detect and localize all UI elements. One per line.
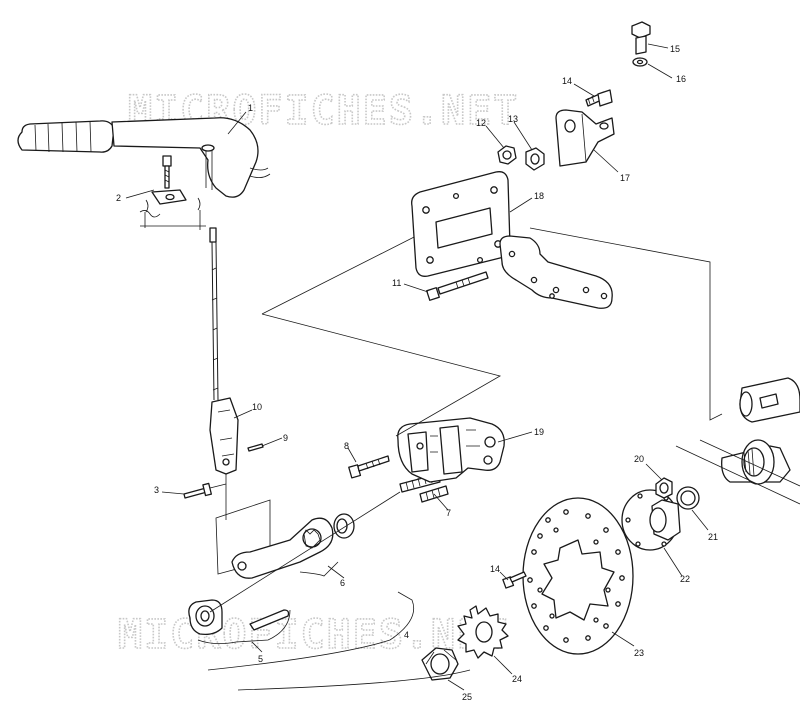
pivot-bushing — [188, 599, 223, 636]
flange-nut — [497, 145, 517, 165]
mounting-bracket-upper — [411, 171, 511, 277]
group-bracket-6 — [299, 561, 339, 577]
callout-24: 24 — [512, 674, 522, 684]
hub-nut — [655, 477, 673, 499]
callout-4: 4 — [404, 630, 409, 640]
brake-caliper — [397, 417, 505, 483]
hub-ring — [676, 486, 700, 510]
top-washer — [632, 57, 648, 67]
angle-bracket — [555, 109, 615, 167]
callout-14-upper: 14 — [562, 76, 572, 86]
clevis-bolt — [183, 482, 227, 499]
callout-17: 17 — [620, 173, 630, 183]
callout-13: 13 — [508, 114, 518, 124]
callout-5: 5 — [258, 654, 263, 664]
lock-nut — [421, 647, 459, 681]
callout-20: 20 — [634, 454, 644, 464]
callout-7: 7 — [446, 508, 451, 518]
splined-hub — [457, 605, 509, 659]
leader-lines — [125, 43, 709, 691]
callout-12: 12 — [476, 118, 486, 128]
callout-11: 11 — [392, 278, 401, 288]
brake-cable — [209, 227, 219, 401]
disc-bolt — [502, 571, 527, 589]
mounting-bracket-lower — [499, 235, 613, 309]
assembly-axis-line — [209, 491, 401, 613]
brake-lever — [17, 117, 271, 198]
callout-8: 8 — [344, 441, 349, 451]
lever-clamp-bolt — [139, 155, 206, 230]
callout-10: 10 — [252, 402, 262, 412]
small-pin — [247, 443, 264, 452]
callout-1: 1 — [248, 103, 253, 113]
callout-9: 9 — [283, 433, 288, 443]
callout-22: 22 — [680, 574, 690, 584]
group-bracket-5 — [197, 609, 291, 644]
callout-6: 6 — [340, 578, 345, 588]
callout-15: 15 — [670, 44, 680, 54]
callout-19: 19 — [534, 427, 544, 437]
callout-21: 21 — [708, 532, 718, 542]
callout-labels: 1 2 3 4 5 6 7 8 9 10 11 12 13 14 14 15 1… — [116, 44, 718, 702]
callout-16: 16 — [676, 74, 686, 84]
shaft-housing — [739, 377, 800, 423]
callout-2: 2 — [116, 193, 121, 203]
cable-clevis — [209, 397, 239, 520]
caliper-bolt — [348, 455, 390, 479]
group-bracket-4 — [207, 591, 471, 691]
brake-disc — [522, 497, 634, 655]
callout-14-lower: 14 — [490, 564, 500, 574]
hub-flange — [621, 489, 681, 551]
drive-shaft — [721, 439, 791, 485]
actuating-arm — [231, 517, 334, 579]
callout-18: 18 — [534, 191, 544, 201]
callout-3: 3 — [154, 485, 159, 495]
arm-washer — [333, 513, 355, 539]
cotter-pin — [249, 609, 290, 631]
callout-25: 25 — [462, 692, 472, 702]
chassis-reference-outline — [261, 227, 800, 505]
callout-23: 23 — [634, 648, 644, 658]
hex-nut — [525, 147, 545, 171]
bracket-bolt — [426, 271, 489, 301]
top-bolt — [631, 21, 651, 55]
bracket-stud-bolt — [585, 89, 613, 107]
